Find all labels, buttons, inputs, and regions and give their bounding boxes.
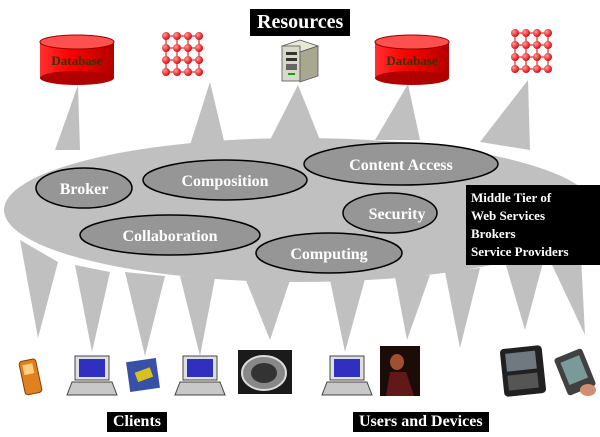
service-composition: Composition [142, 159, 308, 201]
spike-down [125, 272, 165, 356]
spike-up [480, 80, 530, 150]
grid-node [522, 65, 530, 73]
spike-down [180, 276, 215, 356]
grid-node [544, 41, 552, 49]
spike-down [330, 279, 365, 352]
grid-node [184, 68, 192, 76]
grid-node [162, 44, 170, 52]
database-label: Database [386, 53, 438, 68]
service-security: Security [342, 192, 438, 234]
grid-node [522, 53, 530, 61]
laptop-icon [321, 355, 373, 396]
grid-node [544, 53, 552, 61]
grid-node [184, 32, 192, 40]
database-label: Database [51, 53, 103, 68]
cellphone-icon [18, 358, 43, 396]
server-icon [280, 39, 320, 83]
spike-down [395, 275, 430, 340]
spike-up [375, 84, 420, 140]
handheld-device-icon [500, 345, 546, 397]
resources-title: Resources [250, 9, 351, 36]
laptop-icon [66, 355, 118, 396]
middle-tier-line: Brokers [471, 226, 516, 241]
laptop-icon [174, 355, 226, 396]
middle-tier-label: Middle Tier of Web Services Brokers Serv… [466, 185, 600, 265]
grid-node [533, 41, 541, 49]
service-content-access: Content Access [303, 142, 499, 186]
grid-node [522, 41, 530, 49]
database-icon: Database [374, 34, 450, 85]
service-broker: Broker [35, 167, 133, 209]
service-computing: Computing [255, 232, 403, 274]
spike-up [270, 85, 320, 140]
grid-node [511, 41, 519, 49]
spike-up [190, 82, 225, 145]
grid-node [173, 44, 181, 52]
grid-node [173, 32, 181, 40]
grid-node [173, 56, 181, 64]
grid-node [533, 29, 541, 37]
spike-up [55, 85, 80, 150]
person-photo-icon [380, 346, 420, 396]
grid-node [162, 68, 170, 76]
service-collaboration: Collaboration [79, 214, 261, 256]
grid-node [195, 68, 203, 76]
spike-down [245, 278, 290, 340]
grid-node [533, 53, 541, 61]
grid-node [162, 56, 170, 64]
grid-node [195, 44, 203, 52]
grid-node [511, 65, 519, 73]
service-label: Broker [60, 181, 109, 198]
grid-node [544, 65, 552, 73]
grid-node [511, 53, 519, 61]
client-devices [18, 345, 596, 397]
grid-node [544, 29, 552, 37]
service-label: Security [369, 206, 426, 223]
grid-node [533, 65, 541, 73]
spike-down [75, 265, 110, 352]
grid-node [184, 56, 192, 64]
service-label: Computing [290, 246, 367, 263]
grid-node [511, 29, 519, 37]
database-icon: Database [39, 34, 115, 85]
users-devices-label: Users and Devices [353, 412, 489, 432]
middle-tier-line: Web Services [471, 208, 546, 223]
service-label: Composition [181, 173, 268, 190]
service-label: Collaboration [122, 228, 217, 245]
clients-label: Clients [107, 412, 167, 432]
grid-node [173, 68, 181, 76]
spike-down [505, 255, 545, 330]
compute-grid-icon [511, 29, 552, 73]
service-label: Content Access [349, 157, 453, 174]
grid-node [195, 32, 203, 40]
grid-node [184, 44, 192, 52]
wristwatch-icon [238, 350, 292, 394]
grid-node [162, 32, 170, 40]
middle-tier-line: Middle Tier of [471, 190, 552, 205]
spike-down [20, 240, 58, 338]
spike-down [445, 268, 480, 348]
tablet-pda-icon [554, 348, 596, 396]
service-ellipses: Broker Composition Content Access Securi… [35, 142, 499, 274]
compute-grid-icon [162, 32, 203, 76]
pda-icon [126, 358, 160, 392]
grid-node [195, 56, 203, 64]
grid-node [522, 29, 530, 37]
middle-tier-line: Service Providers [471, 244, 569, 259]
